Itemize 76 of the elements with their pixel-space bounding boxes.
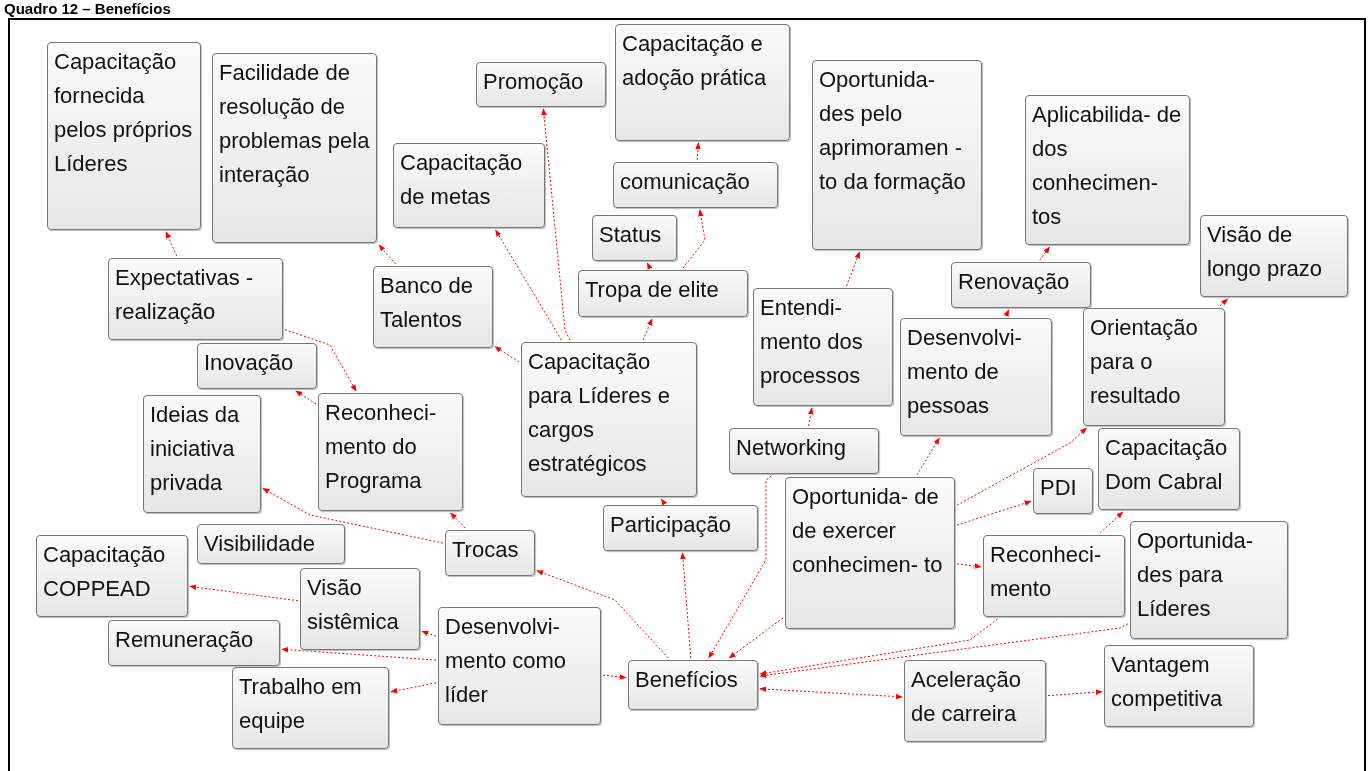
concept-box: Trabalho em equipe — [232, 667, 389, 749]
concept-box: Oportunida- des para Líderes — [1130, 521, 1288, 639]
arrow — [1219, 298, 1229, 307]
arrow — [1003, 309, 1010, 317]
arrow — [680, 552, 692, 659]
arrow — [1099, 511, 1124, 534]
arrow — [682, 209, 706, 269]
arrow — [807, 407, 814, 427]
concept-box: Capacitação para Líderes e cargos estratégicos — [521, 342, 697, 497]
concept-box: Capacitação Dom Cabral — [1098, 428, 1240, 510]
concept-box: PDI — [1033, 468, 1093, 514]
arrow — [494, 346, 520, 363]
arrow — [189, 584, 299, 602]
arrow — [378, 244, 397, 265]
concept-box: Capacitação e adoção prática — [615, 24, 790, 141]
concept-box: Renovação — [951, 262, 1091, 308]
concept-box: Oportunida- de de exercer conhecimen- to — [785, 477, 955, 629]
arrow — [759, 686, 903, 700]
arrow — [602, 674, 627, 680]
concept-box: Status — [592, 215, 677, 261]
arrow — [956, 500, 1032, 526]
concept-box: Promoção — [476, 62, 606, 107]
concept-box: comunicação — [613, 162, 778, 208]
concept-box: Participação — [603, 505, 758, 551]
concept-box: Desenvolvi- mento de pessoas — [900, 318, 1052, 436]
arrow — [759, 618, 999, 676]
concept-box: Vantagem competitiva — [1104, 645, 1254, 727]
arrow — [916, 437, 940, 476]
arrow — [1039, 246, 1051, 261]
arrow — [390, 682, 437, 694]
concept-box: Capacitação fornecida pelos próprios Líderes — [47, 42, 201, 230]
arrow — [956, 427, 1088, 506]
concept-box: Remuneração — [108, 620, 280, 666]
concept-box: Capacitação de metas — [393, 143, 545, 228]
concept-box: Oportunida- des pelo aprimoramen -to da formação — [812, 60, 982, 250]
concept-box: Reconheci- mento — [983, 535, 1125, 617]
arrow — [660, 498, 668, 506]
arrow — [262, 487, 444, 544]
concept-box: Visibilidade — [197, 524, 345, 564]
arrow — [956, 563, 982, 569]
concept-box: Entendi- mento dos processos — [753, 288, 893, 406]
concept-box: Capacitação COPPEAD — [36, 535, 188, 617]
arrow — [295, 390, 317, 405]
concept-box: Desenvolvi- mento como líder — [438, 607, 601, 725]
concept-box: Ideias da iniciativa privada — [143, 395, 261, 513]
arrow — [728, 617, 784, 659]
arrow — [759, 623, 1129, 678]
arrow — [708, 475, 772, 659]
concept-box: Tropa de elite — [578, 270, 748, 317]
concept-box: Aplicabilida- de dos conhecimen- tos — [1025, 95, 1190, 245]
arrow — [846, 251, 861, 287]
arrow — [541, 108, 571, 341]
arrow — [536, 570, 669, 659]
concept-box: Benefícios — [628, 660, 758, 710]
concept-box: Visão sistêmica — [300, 568, 420, 650]
concept-box: Reconheci- mento do Programa — [318, 393, 463, 511]
arrow — [495, 229, 562, 341]
concept-box: Aceleração de carreira — [904, 660, 1046, 742]
concept-box: Expectativas - realização — [108, 258, 283, 340]
arrow — [450, 512, 466, 529]
arrow — [284, 329, 357, 392]
concept-box: Trocas — [445, 530, 535, 576]
concept-box: Visão de longo prazo — [1200, 215, 1348, 297]
arrow — [281, 646, 437, 661]
arrow — [642, 318, 653, 341]
concept-box: Facilidade de resolução de problemas pela interação — [212, 53, 377, 243]
concept-box: Banco de Talentos — [373, 266, 493, 348]
arrow — [646, 262, 653, 270]
concept-box: Networking — [729, 428, 879, 474]
arrow — [421, 630, 437, 637]
arrow — [695, 142, 701, 161]
arrow — [165, 231, 178, 257]
title: Quadro 12 – Benefícios — [4, 0, 171, 17]
arrow — [1047, 689, 1103, 697]
concept-box: Orientação para o resultado — [1083, 308, 1225, 426]
concept-box: Inovação — [197, 343, 317, 389]
